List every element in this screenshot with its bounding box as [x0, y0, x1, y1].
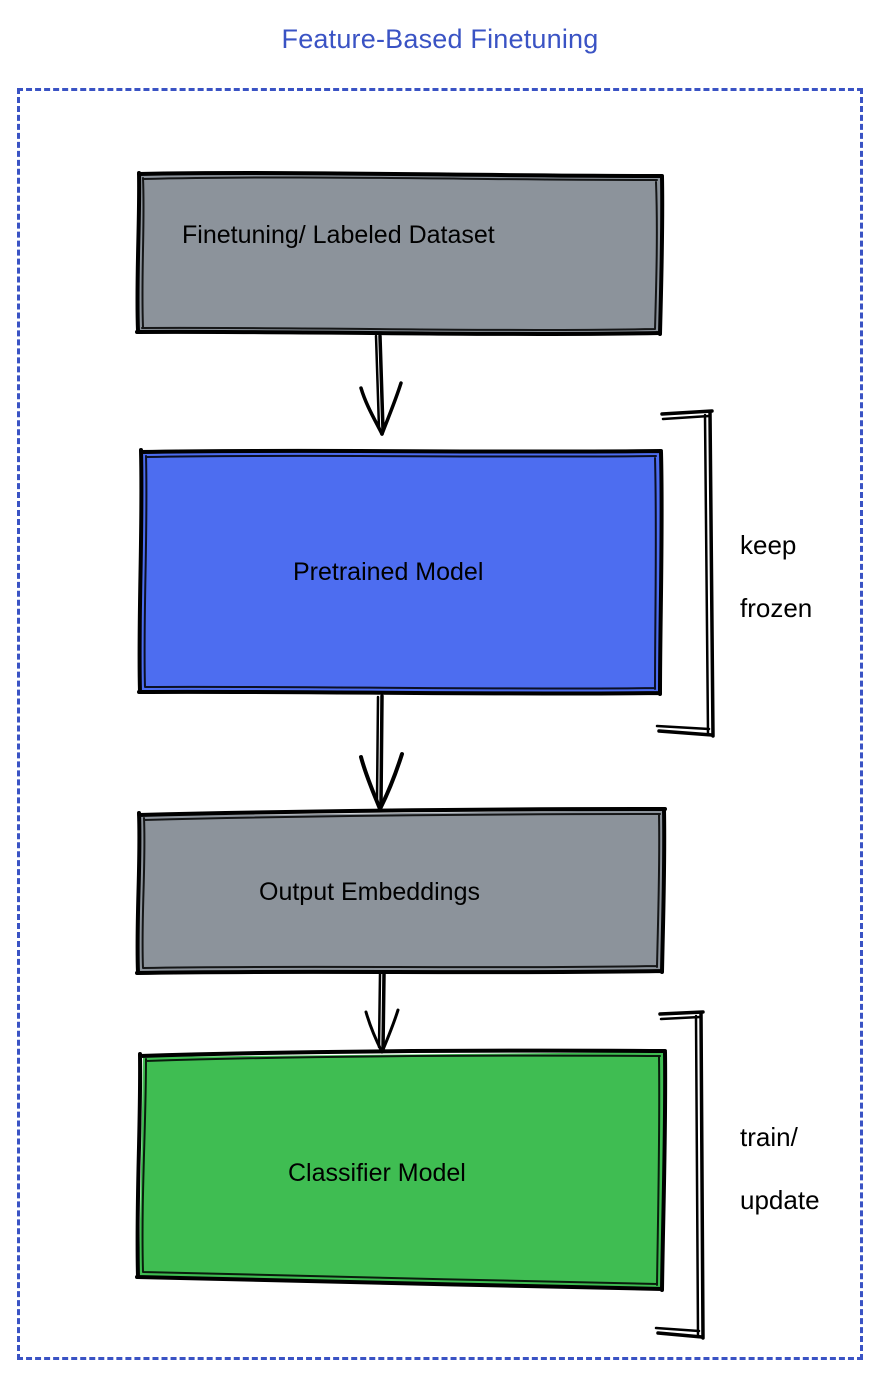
annotation-train-update-line2: update — [740, 1185, 820, 1216]
diagram-dashed-frame — [17, 88, 863, 1360]
annotation-train-update-line1: train/ — [740, 1121, 798, 1152]
node-dataset-label: Finetuning/ Labeled Dataset — [182, 221, 495, 249]
annotation-keep-frozen: keep frozen — [740, 498, 812, 657]
node-embeddings-label: Output Embeddings — [259, 878, 480, 906]
annotation-keep-frozen-line1: keep — [740, 529, 797, 560]
annotation-keep-frozen-line2: frozen — [740, 593, 813, 624]
page-title: Feature-Based Finetuning — [281, 24, 599, 54]
annotation-train-update: train/ update — [740, 1090, 820, 1249]
node-pretrained-label: Pretrained Model — [293, 558, 484, 586]
node-classifier-label: Classifier Model — [288, 1159, 466, 1187]
